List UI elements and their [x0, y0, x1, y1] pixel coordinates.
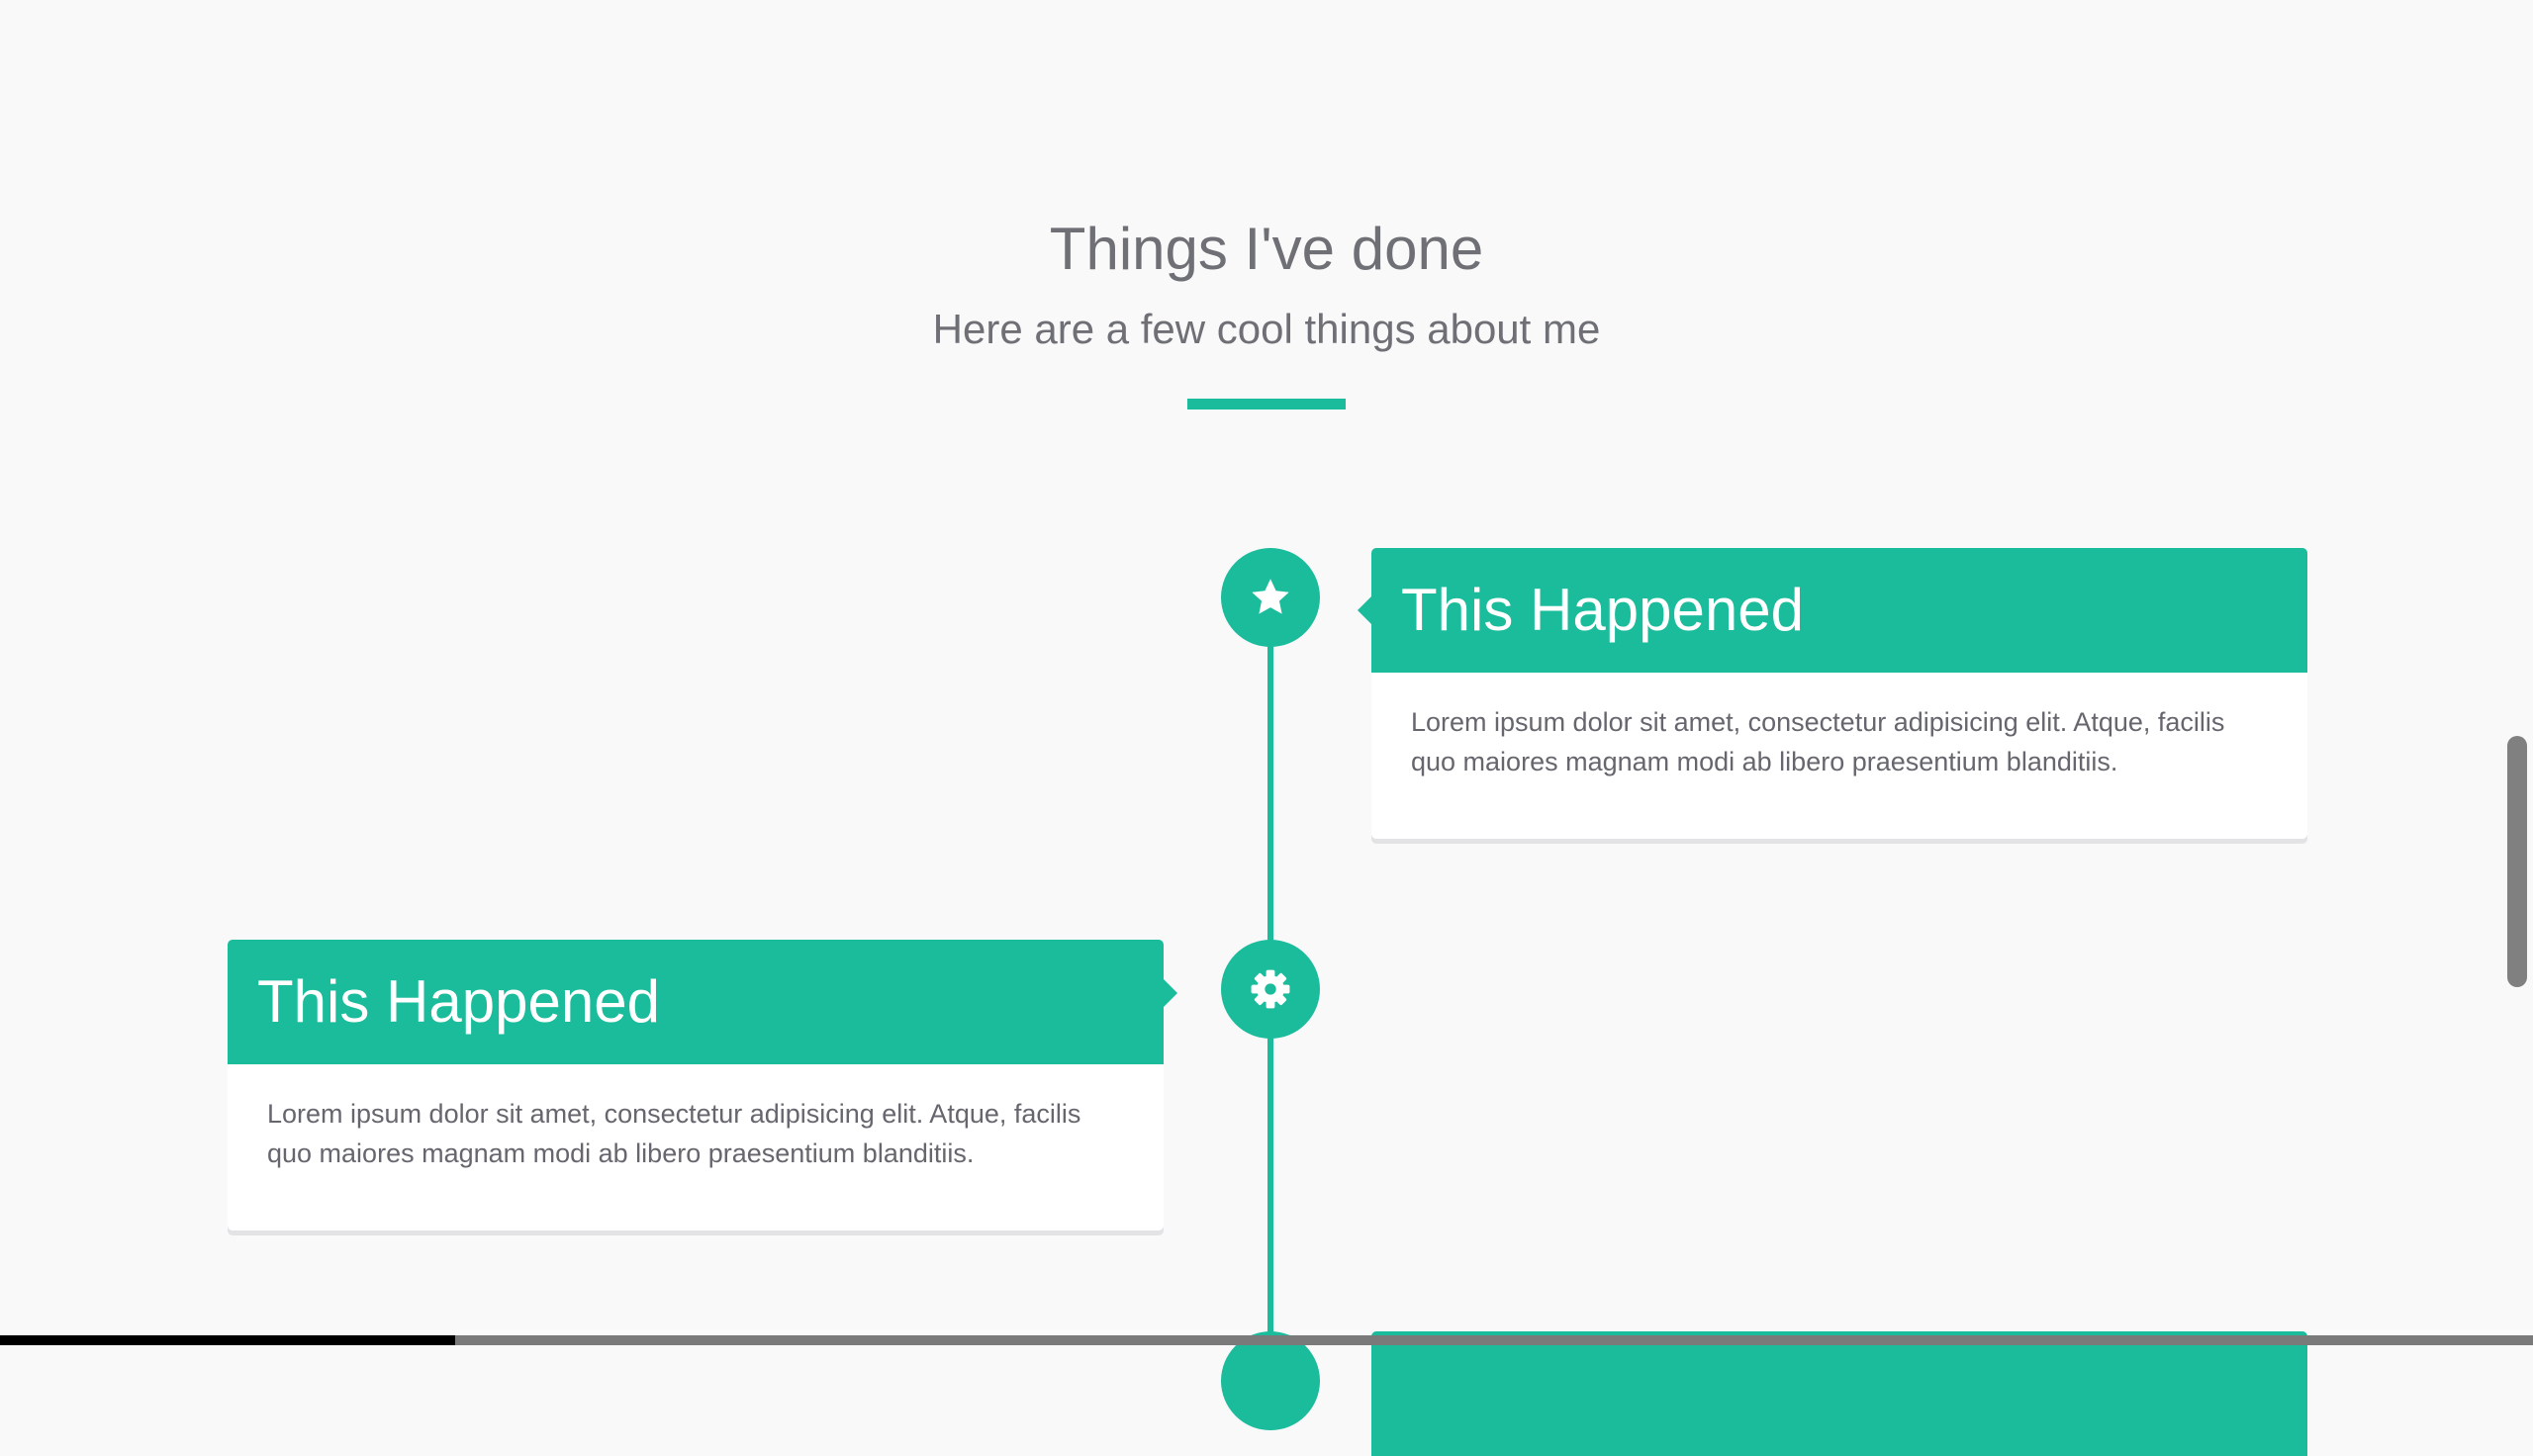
timeline-card: This Happened Lorem ipsum dolor sit amet…: [1358, 548, 2307, 839]
timeline-card: This Happened Lorem ipsum dolor sit amet…: [228, 940, 1177, 1230]
horizontal-scrollbar-thumb[interactable]: [455, 1335, 2533, 1345]
section-subtitle: Here are a few cool things about me: [932, 306, 1601, 352]
timeline-marker: [1221, 940, 1320, 1039]
card-header: This Happened: [1358, 548, 2307, 673]
horizontal-scrollbar-track: [0, 1335, 455, 1345]
card-body: Lorem ipsum dolor sit amet, consectetur …: [1411, 707, 2225, 776]
vertical-scrollbar-thumb[interactable]: [2507, 736, 2527, 987]
timeline-marker: [1221, 1331, 1320, 1430]
card-title: This Happened: [1401, 577, 1804, 643]
card-header: This Happened: [228, 940, 1177, 1064]
section-title: Things I've done: [1049, 216, 1484, 282]
card-title: This Happened: [257, 968, 660, 1035]
gear-icon: [1251, 969, 1290, 1009]
star-icon: [1252, 579, 1289, 614]
card-body: Lorem ipsum dolor sit amet, consectetur …: [267, 1099, 1081, 1168]
timeline-marker: [1221, 548, 1320, 647]
card-header: [1371, 1331, 2307, 1456]
title-divider: [1187, 399, 1346, 410]
